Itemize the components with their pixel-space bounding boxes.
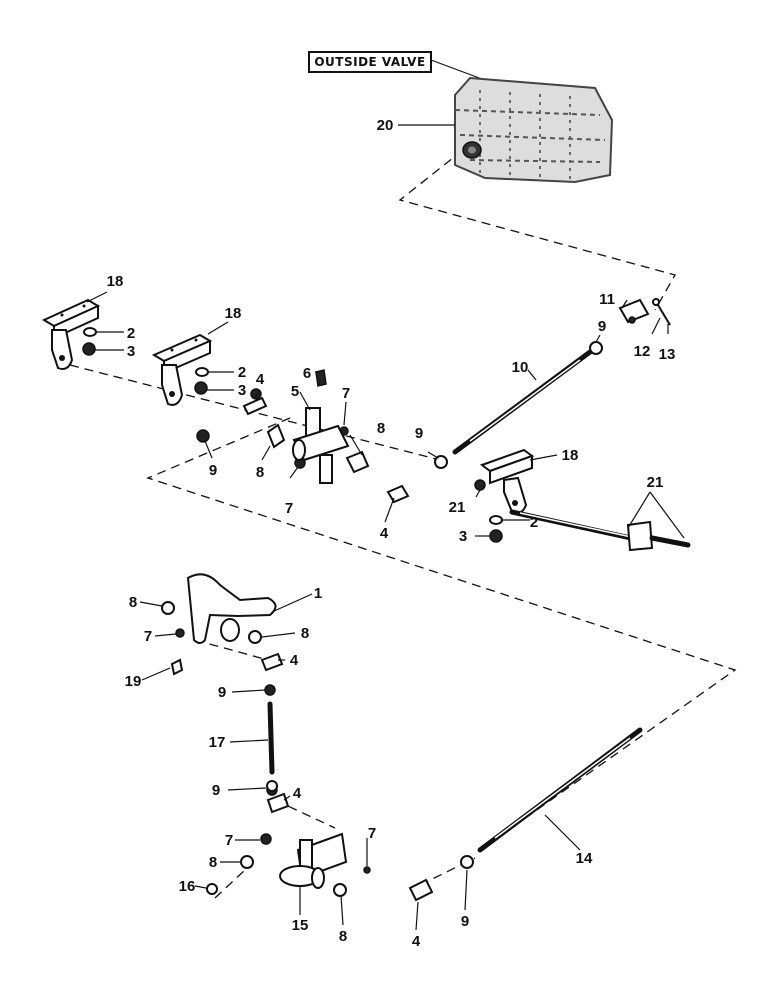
bracket-18-left bbox=[41, 298, 101, 370]
rod-14 bbox=[460, 727, 643, 869]
label-6: 6 bbox=[303, 365, 311, 382]
part-number-labels: 18 2 3 18 2 3 4 6 5 7 8 9 8 7 4 9 9 10 1… bbox=[107, 117, 676, 950]
outside-valve-callout: OUTSIDE VALVE bbox=[308, 51, 491, 83]
lever-5 bbox=[292, 407, 350, 484]
label-8: 8 bbox=[209, 854, 217, 871]
rod-17 bbox=[264, 684, 278, 792]
label-2: 2 bbox=[530, 514, 538, 531]
label-7: 7 bbox=[285, 500, 293, 517]
label-3: 3 bbox=[127, 343, 135, 360]
lever-15 bbox=[206, 832, 371, 897]
label-9: 9 bbox=[598, 318, 606, 335]
label-10: 10 bbox=[512, 359, 529, 376]
clevis-joints bbox=[242, 388, 434, 902]
label-8: 8 bbox=[301, 625, 309, 642]
label-4: 4 bbox=[290, 652, 299, 669]
label-7: 7 bbox=[368, 825, 376, 842]
label-7: 7 bbox=[225, 832, 233, 849]
bracket-18-right bbox=[479, 448, 535, 515]
label-2: 2 bbox=[238, 364, 246, 381]
label-4: 4 bbox=[293, 785, 302, 802]
label-8: 8 bbox=[377, 420, 385, 437]
label-18: 18 bbox=[107, 273, 124, 290]
label-8: 8 bbox=[256, 464, 264, 481]
label-9: 9 bbox=[212, 782, 220, 799]
label-7: 7 bbox=[144, 628, 152, 645]
label-12: 12 bbox=[634, 343, 651, 360]
parts-11-13 bbox=[618, 298, 671, 326]
bracket-18-middle bbox=[151, 333, 213, 406]
label-14: 14 bbox=[576, 850, 593, 867]
label-18: 18 bbox=[562, 447, 579, 464]
rod-21 bbox=[509, 509, 691, 552]
label-21: 21 bbox=[647, 474, 664, 491]
label-16: 16 bbox=[179, 878, 196, 895]
label-19: 19 bbox=[125, 673, 142, 690]
leader-lines bbox=[86, 124, 685, 931]
label-11: 11 bbox=[599, 291, 615, 308]
label-9: 9 bbox=[415, 425, 423, 442]
label-9: 9 bbox=[461, 913, 469, 930]
label-17: 17 bbox=[209, 734, 226, 751]
label-8: 8 bbox=[339, 928, 347, 945]
label-8: 8 bbox=[129, 594, 137, 611]
pedal-lever-1 bbox=[161, 573, 277, 676]
valve-assembly bbox=[454, 76, 614, 184]
label-9: 9 bbox=[218, 684, 226, 701]
label-5: 5 bbox=[291, 383, 299, 400]
label-1: 1 bbox=[314, 585, 322, 602]
label-7: 7 bbox=[342, 385, 350, 402]
rod-10 bbox=[452, 349, 593, 455]
label-21: 21 bbox=[449, 499, 466, 516]
outside-valve-label: OUTSIDE VALVE bbox=[314, 55, 425, 69]
label-3: 3 bbox=[459, 528, 467, 545]
label-15: 15 bbox=[292, 917, 309, 934]
small-hardware bbox=[82, 327, 603, 543]
label-18: 18 bbox=[225, 305, 242, 322]
label-9: 9 bbox=[209, 462, 217, 479]
label-2: 2 bbox=[127, 325, 135, 342]
label-20: 20 bbox=[377, 117, 394, 134]
label-4: 4 bbox=[256, 371, 265, 388]
label-3: 3 bbox=[238, 382, 246, 399]
label-4: 4 bbox=[412, 933, 421, 950]
label-13: 13 bbox=[659, 346, 676, 363]
label-4: 4 bbox=[380, 525, 389, 542]
